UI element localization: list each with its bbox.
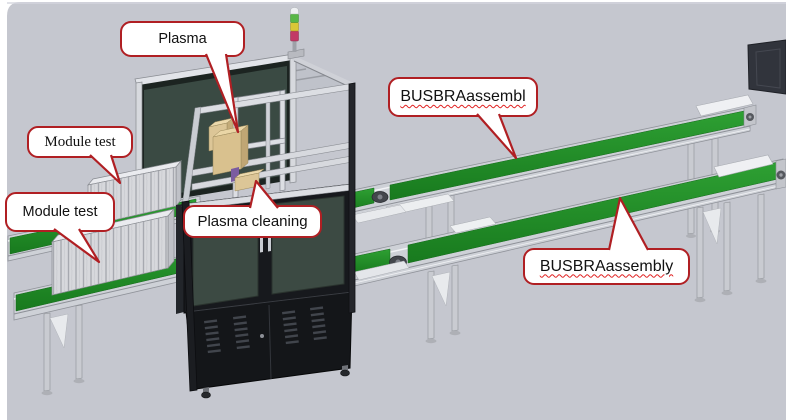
callout-module-test-top[interactable]: Module test [27, 126, 133, 158]
callout-module-test-bottom[interactable]: Module test [5, 192, 115, 232]
callout-plasma[interactable]: Plasma [120, 21, 245, 57]
callout-busbar-top[interactable]: BUSBRAassembl [388, 77, 538, 117]
signal-tower-icon [287, 7, 305, 60]
callout-module-test-bottom-label: Module test [22, 204, 98, 220]
caster-wheels [201, 365, 350, 399]
monitor-panel [747, 39, 786, 95]
callout-busbar-top-label: BUSBRAassembl [400, 88, 526, 105]
callout-busbar-bottom[interactable]: BUSBRAassembly [523, 248, 690, 285]
callout-plasma-cleaning[interactable]: Plasma cleaning [183, 205, 322, 238]
cabinet-vents [204, 319, 221, 354]
callout-plasma-cleaning-label: Plasma cleaning [197, 213, 308, 230]
callout-module-test-top-label: Module test [44, 133, 116, 150]
callout-busbar-bottom-label: BUSBRAassembly [539, 257, 674, 275]
conveyor-busbar-bottom [349, 154, 786, 344]
callout-plasma-label: Plasma [158, 31, 207, 47]
